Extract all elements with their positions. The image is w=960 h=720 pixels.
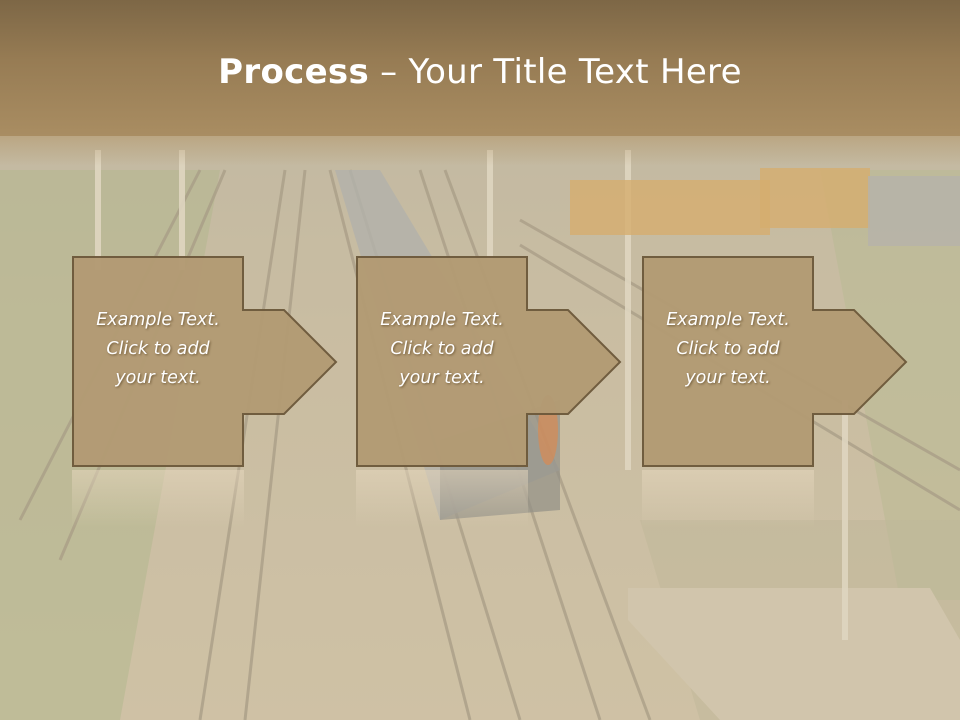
process-step-text[interactable]: Example Text. Click to add your text. [96,310,220,388]
process-step-2[interactable]: Example Text. Click to add your text. [356,256,624,468]
title-band-fade [0,136,960,166]
slide-title-bold: Process [218,52,370,92]
process-step-1[interactable]: Example Text. Click to add your text. [72,256,340,468]
arrow-box-shape [356,256,622,467]
step-reflection [356,470,528,528]
title-band [0,0,960,136]
arrow-box-shape [642,256,908,467]
slide-title[interactable]: Process – Your Title Text Here [0,52,960,92]
step-reflection [72,470,244,528]
process-step-text[interactable]: Example Text. Click to add your text. [666,310,790,388]
process-step-text[interactable]: Example Text. Click to add your text. [380,310,504,388]
process-step-3[interactable]: Example Text. Click to add your text. [642,256,910,468]
step-reflection [642,470,814,528]
arrow-box-shape [72,256,338,467]
slide-title-rest: – Your Title Text Here [369,52,742,92]
